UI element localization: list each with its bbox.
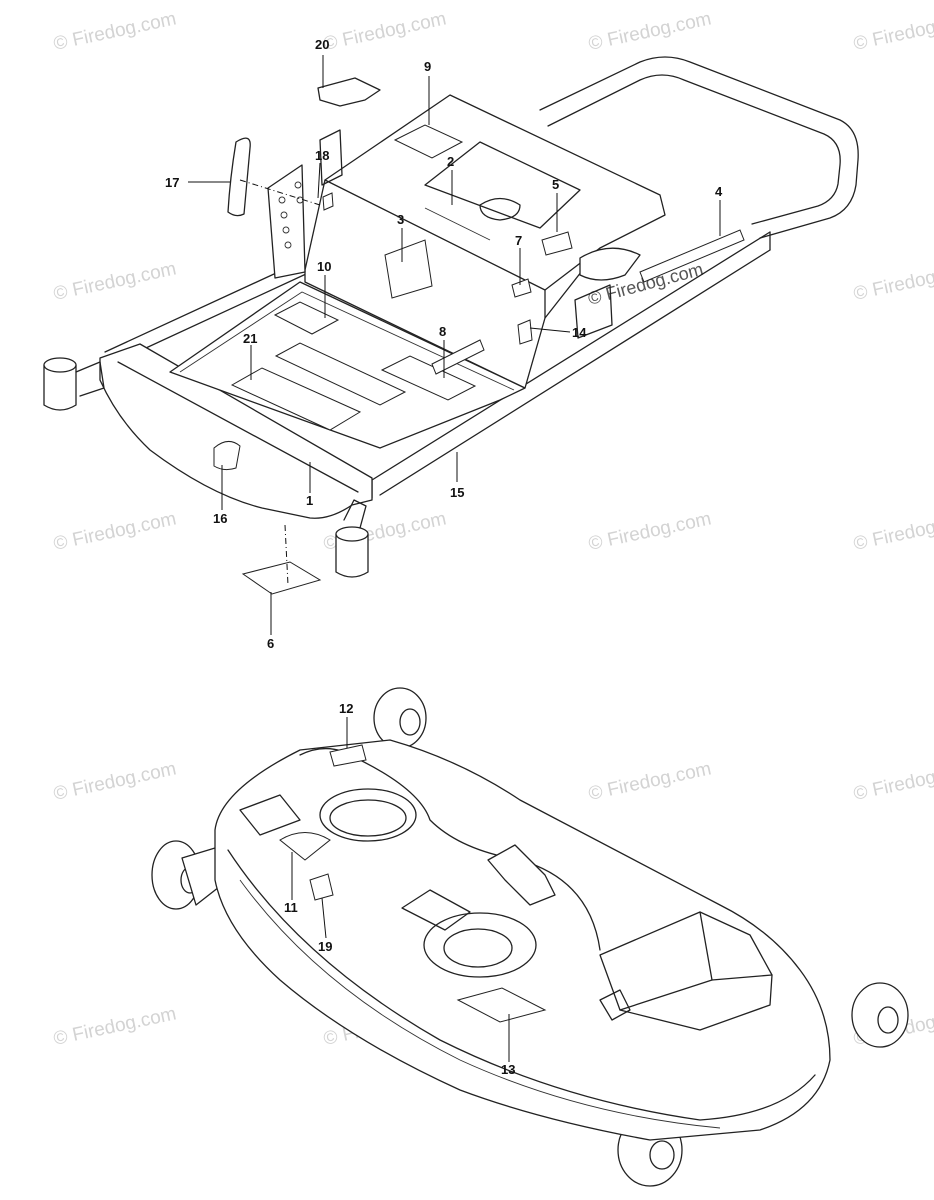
frame-assembly	[43, 56, 859, 595]
watermark: © Firedog.com	[587, 8, 714, 55]
callout-21: 21	[243, 331, 257, 346]
callout-2: 2	[447, 154, 454, 169]
watermark: © Firedog.com	[52, 258, 179, 305]
callout-16: 16	[213, 511, 227, 526]
callout-labels: 20 9 18 17 2 5 4 3 7 10 14 8 21 15 1 16 …	[165, 37, 723, 1077]
callout-6: 6	[267, 636, 274, 651]
callout-8: 8	[439, 324, 446, 339]
callout-3: 3	[397, 212, 404, 227]
leader-lines	[188, 55, 721, 1062]
callout-9: 9	[424, 59, 431, 74]
watermark: © Firedog.com	[52, 758, 179, 805]
watermark: © Firedog.com	[852, 758, 934, 805]
mower-deck-assembly	[151, 687, 909, 1187]
callout-18: 18	[315, 148, 329, 163]
callout-11: 11	[284, 900, 298, 915]
watermark: © Firedog.com	[852, 8, 934, 55]
callout-12: 12	[339, 701, 353, 716]
callout-1: 1	[306, 493, 313, 508]
watermark: © Firedog.com	[52, 508, 179, 555]
watermark: © Firedog.com	[52, 1003, 179, 1050]
watermark: © Firedog.com	[852, 258, 934, 305]
watermark: © Firedog.com	[587, 508, 714, 555]
callout-5: 5	[552, 177, 559, 192]
callout-10: 10	[317, 259, 331, 274]
callout-7: 7	[515, 233, 522, 248]
callout-4: 4	[715, 184, 723, 199]
watermark: © Firedog.com	[322, 8, 449, 55]
callout-13: 13	[501, 1062, 515, 1077]
watermark: © Firedog.com	[852, 508, 934, 555]
callout-15: 15	[450, 485, 464, 500]
callout-20: 20	[315, 37, 329, 52]
callout-19: 19	[318, 939, 332, 954]
callout-17: 17	[165, 175, 179, 190]
watermark: © Firedog.com	[52, 8, 179, 55]
watermark: © Firedog.com	[587, 758, 714, 805]
callout-14: 14	[572, 325, 587, 340]
